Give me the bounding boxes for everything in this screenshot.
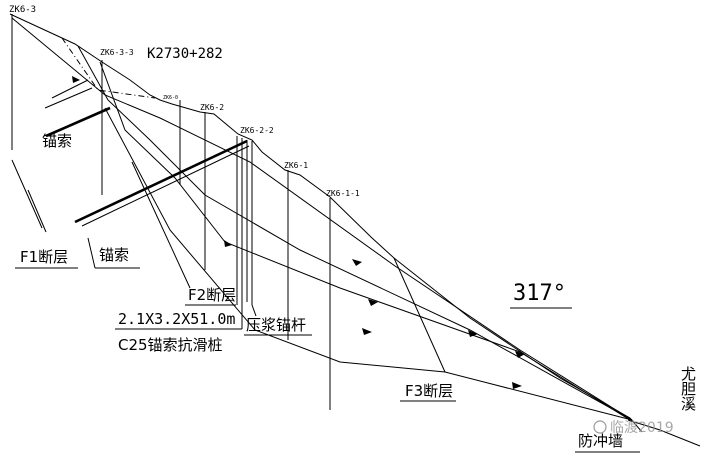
pile-size-label: 2.1X3.2X51.0m [118,310,235,328]
fault-f1-label: F1断层 [20,248,68,266]
direction-arrow [224,240,232,247]
station-label: K2730+282 [147,46,223,62]
grouted-bolt-leader [251,304,257,317]
watermark-icon [593,420,607,434]
borehole-label-zk6-2: ZK6-2 [200,103,224,112]
borehole-label-zk6-1-1: ZK6-1-1 [326,189,360,198]
creek-label: 尤胆溪 [679,366,697,411]
fault-f2-line [131,161,191,289]
anchor-cable-lower-label: 锚索 [99,246,129,264]
anchor-cable-lower-leader [87,237,96,269]
direction-arrow [368,299,378,306]
borehole-label-zk6-3: ZK6-3 [9,5,36,15]
fault-f1-line [11,159,43,229]
fault-f3-label: F3断层 [405,382,453,400]
creek-bed-line [627,419,701,447]
borehole-label-zk6-3-3: ZK6-3-3 [100,48,134,57]
direction-arrow [468,330,478,337]
anchor-cable-lower [74,139,248,224]
grouted-bolt-label: 压浆锚杆 [246,316,306,334]
fault-f1-line-b [27,189,47,233]
direction-arrow [515,351,525,358]
anchor-cable-upper-b [44,87,93,109]
anchor-cable-upper [45,106,111,138]
wall-label: 防冲墙 [578,432,623,450]
ground-surface-line [9,13,643,433]
borehole-label-zk6-1: ZK6-1 [284,161,308,170]
pile-type-label: C25锚索抗滑桩 [118,336,223,354]
anchor-cable-lower-b [81,145,250,227]
sliding-surface-line-4 [104,107,633,421]
fault-f2-label: F2断层 [188,286,236,304]
direction-arrow [72,76,80,83]
direction-arrow [352,259,362,266]
direction-arrow [362,328,372,335]
borehole-label-zk6-2-2: ZK6-2-2 [240,126,274,135]
direction-arrow [512,382,522,389]
anchor-cable-upper-label: 锚索 [42,132,72,150]
watermark-text: 临渡2019 [610,420,674,436]
fault-f3-line [393,257,446,373]
azimuth-label: 317° [513,281,566,306]
anchor-cable-upper-c [51,79,89,99]
borehole-label-zk6-0: ZK6-0 [163,95,178,101]
